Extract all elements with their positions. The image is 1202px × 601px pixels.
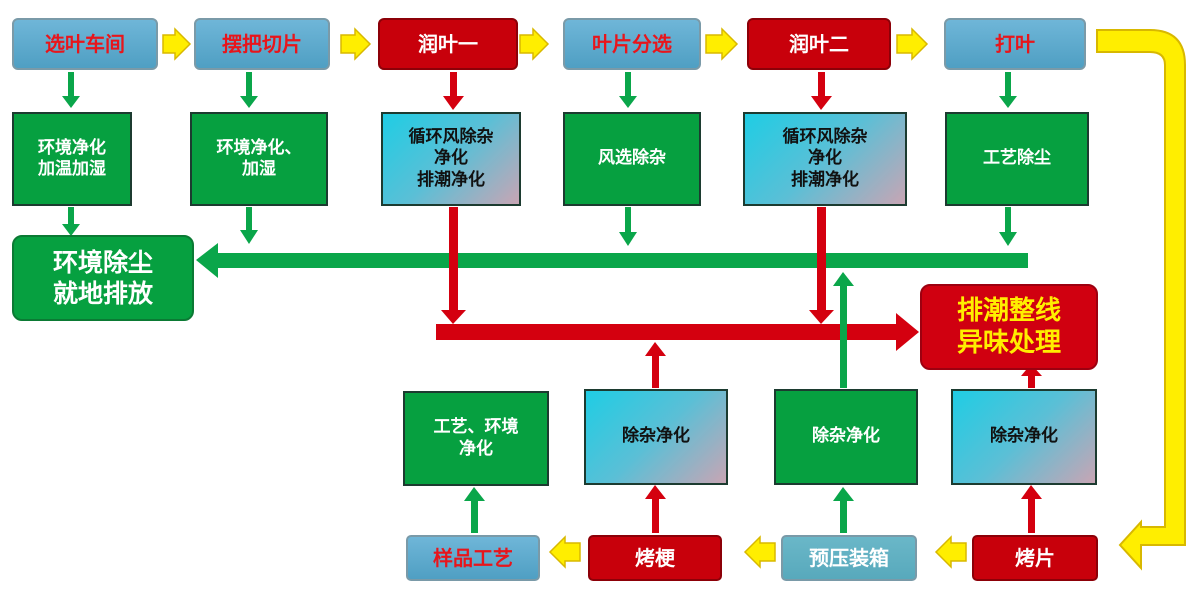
stage-box-sample-craft: 样品工艺 bbox=[406, 535, 540, 581]
red-trunks bbox=[441, 207, 834, 324]
red-down-arrows bbox=[443, 72, 832, 110]
chevron-arrow-icon bbox=[705, 27, 739, 61]
process-box-circulating-air-one: 循环风除杂 净化 排潮净化 bbox=[381, 112, 521, 206]
process-box-impurity-removal-2: 除杂净化 bbox=[774, 389, 918, 485]
process-box-impurity-removal-3: 除杂净化 bbox=[951, 389, 1097, 485]
chevron-arrow-icon bbox=[340, 27, 372, 61]
stage-box-bundling-cutting: 摆把切片 bbox=[194, 18, 330, 70]
process-box-dust-removal: 工艺除尘 bbox=[945, 112, 1089, 206]
red-up-arrows bbox=[645, 342, 1042, 533]
stage-box-prepress-packing: 预压装箱 bbox=[781, 535, 917, 581]
moisture-bus bbox=[436, 313, 919, 351]
stage-box-leaf-sorting: 叶片分选 bbox=[563, 18, 701, 70]
green-down-arrows bbox=[62, 72, 1017, 246]
green-up-trunk bbox=[833, 272, 854, 388]
dust-bus bbox=[196, 243, 1028, 278]
green-up-arrows bbox=[464, 487, 854, 533]
process-box-winnowing: 风选除杂 bbox=[563, 112, 701, 206]
output-box-dust-discharge: 环境除尘 就地排放 bbox=[12, 235, 194, 321]
process-box-craft-env-purify: 工艺、环境 净化 bbox=[403, 391, 549, 486]
chevron-left-arrow-icon bbox=[934, 535, 967, 569]
chevron-arrow-icon bbox=[519, 27, 550, 61]
bottom-chevrons bbox=[548, 535, 967, 569]
stage-box-strip-drying: 烤片 bbox=[972, 535, 1098, 581]
return-pipe-arrow bbox=[1096, 29, 1186, 571]
process-box-circulating-air-two: 循环风除杂 净化 排潮净化 bbox=[743, 112, 907, 206]
stage-box-conditioning-two: 润叶二 bbox=[747, 18, 891, 70]
process-box-env-purify-humidify-2: 环境净化、 加湿 bbox=[190, 112, 328, 206]
chevron-left-arrow-icon bbox=[743, 535, 776, 569]
process-box-impurity-removal-1: 除杂净化 bbox=[584, 389, 728, 485]
stage-box-stem-drying: 烤梗 bbox=[588, 535, 722, 581]
stage-box-threshing: 打叶 bbox=[944, 18, 1086, 70]
chevron-left-arrow-icon bbox=[548, 535, 581, 569]
chevron-arrow-icon bbox=[896, 27, 929, 61]
process-box-env-purify-humidify: 环境净化 加温加湿 bbox=[12, 112, 132, 206]
chevron-arrow-icon bbox=[162, 27, 192, 61]
stage-box-conditioning-one: 润叶一 bbox=[378, 18, 518, 70]
top-chevrons bbox=[162, 27, 929, 61]
stage-box-sorting-workshop: 选叶车间 bbox=[12, 18, 158, 70]
output-box-moisture-odor: 排潮整线 异味处理 bbox=[920, 284, 1098, 370]
